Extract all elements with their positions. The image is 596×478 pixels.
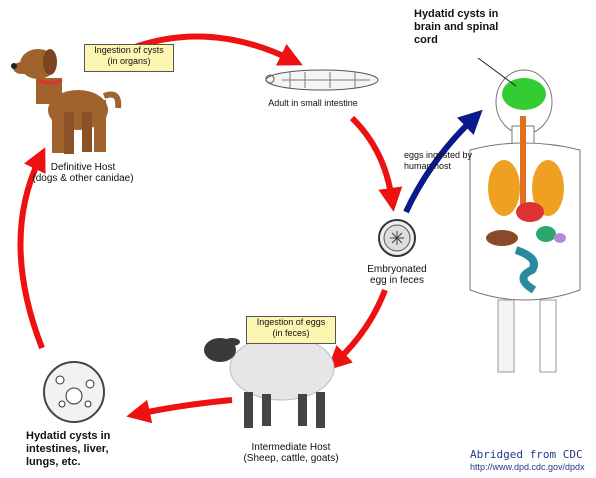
intermediate-host-title: Intermediate Host xyxy=(232,442,350,453)
definitive-host-examples: (dogs & other canidae) xyxy=(28,173,138,184)
box-cysts-line1: Ingestion of cysts xyxy=(85,45,173,56)
adult-caption: Adult in small intestine xyxy=(248,98,378,109)
eggs-human-line1: eggs ingested by xyxy=(404,150,494,161)
hydatid-organs-caption: Hydatid cysts in intestines, liver, lung… xyxy=(26,430,146,469)
hydatid-brain-line1: Hydatid cysts in xyxy=(414,8,534,21)
definitive-host-title: Definitive Host xyxy=(28,162,138,173)
egg-caption-line1: Embryonated xyxy=(355,264,439,275)
hydatid-brain-line2: brain and spinal xyxy=(414,21,534,34)
hydatid-brain-caption: Hydatid cysts in brain and spinal cord xyxy=(414,8,534,47)
egg-caption: Embryonated egg in feces xyxy=(355,264,439,286)
arrow-sheep-to-cysts xyxy=(138,400,232,414)
egg-caption-line2: egg in feces xyxy=(355,275,439,286)
box-eggs-line2: (in feces) xyxy=(247,328,335,339)
arrow-adult-to-egg xyxy=(352,118,392,200)
intermediate-host-examples: (Sheep, cattle, goats) xyxy=(232,453,350,464)
intermediate-host-caption: Intermediate Host (Sheep, cattle, goats) xyxy=(232,442,350,464)
ingestion-of-cysts-box: Ingestion of cysts (in organs) xyxy=(84,44,174,72)
adult-worm-illustration xyxy=(266,70,378,90)
eggs-human-caption: eggs ingested by human host xyxy=(404,150,494,172)
arrow-cysts-to-dog xyxy=(20,158,42,348)
human-illustration xyxy=(470,58,580,372)
credit-url[interactable]: http://www.dpd.cdc.gov/dpdx xyxy=(470,462,585,472)
hydatid-brain-line3: cord xyxy=(414,34,534,47)
definitive-host-caption: Definitive Host (dogs & other canidae) xyxy=(28,162,138,184)
hydatid-organs-line3: lungs, etc. xyxy=(26,456,146,469)
hydatid-organs-line1: Hydatid cysts in xyxy=(26,430,146,443)
hydatid-organs-line2: intestines, liver, xyxy=(26,443,146,456)
hydatid-cyst-illustration xyxy=(44,362,104,422)
eggs-human-line2: human host xyxy=(404,161,494,172)
box-cysts-line2: (in organs) xyxy=(85,56,173,67)
ingestion-of-eggs-box: Ingestion of eggs (in feces) xyxy=(246,316,336,344)
box-eggs-line1: Ingestion of eggs xyxy=(247,317,335,328)
arrow-egg-to-sheep xyxy=(336,290,385,362)
credit-source: Abridged from CDC xyxy=(470,448,583,461)
egg-illustration xyxy=(379,220,415,256)
sheep-illustration xyxy=(204,336,334,428)
